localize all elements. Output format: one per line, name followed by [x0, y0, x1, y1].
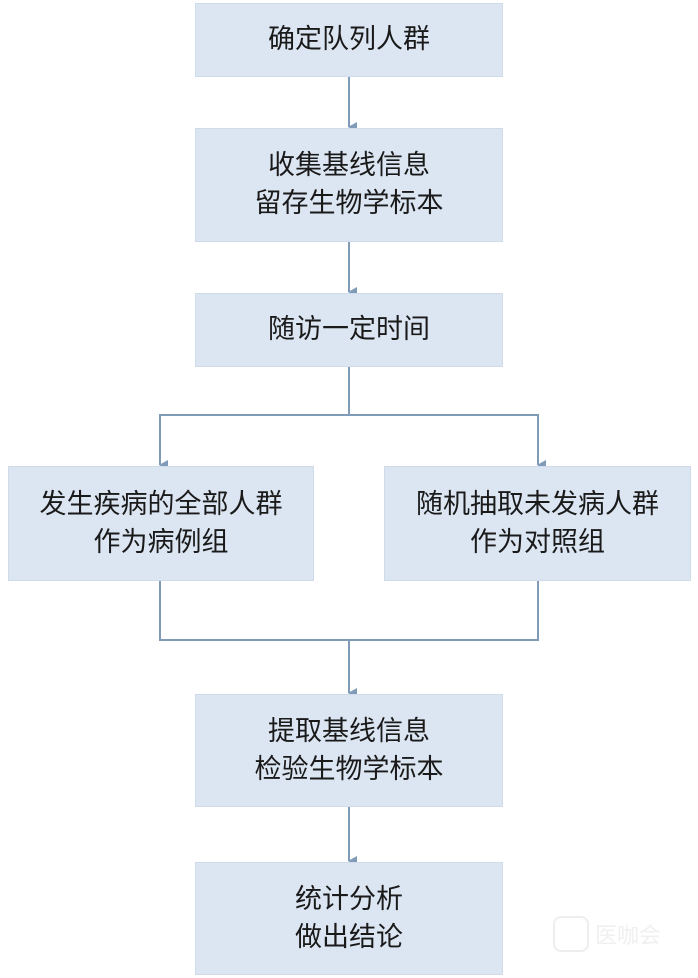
step-text: 检验生物学标本 — [254, 753, 444, 785]
step-collect-baseline: 收集基线信息 留存生物学标本 — [195, 128, 503, 242]
step-text: 留存生物学标本 — [254, 188, 444, 219]
watermark-logo-icon — [553, 916, 589, 952]
step-text: 确定队列人群 — [268, 24, 430, 55]
step-text: 统计分析 — [295, 883, 403, 915]
step-text: 作为病例组 — [93, 526, 229, 558]
step-text: 随访一定时间 — [268, 314, 430, 345]
step-define-cohort: 确定队列人群 — [195, 3, 503, 77]
step-text: 提取基线信息 — [268, 715, 430, 747]
step-text: 作为对照组 — [470, 526, 605, 558]
watermark-text: 医咖会 — [595, 924, 662, 949]
join-line — [159, 581, 539, 641]
branch-line — [159, 367, 350, 470]
step-text: 随机抽取未发病人群 — [416, 488, 659, 520]
step-text: 收集基线信息 — [268, 150, 430, 181]
step-case-group: 发生疾病的全部人群 作为病例组 — [8, 466, 314, 581]
branch-line-right — [349, 414, 546, 470]
step-text: 发生疾病的全部人群 — [39, 488, 283, 520]
watermark: 医咖会 — [553, 916, 661, 952]
step-extract-baseline: 提取基线信息 检验生物学标本 — [195, 694, 503, 807]
step-follow-up: 随访一定时间 — [195, 293, 503, 367]
step-control-group: 随机抽取未发病人群 作为对照组 — [384, 466, 691, 581]
step-analysis: 统计分析 做出结论 — [195, 862, 503, 975]
step-text: 做出结论 — [295, 921, 403, 953]
